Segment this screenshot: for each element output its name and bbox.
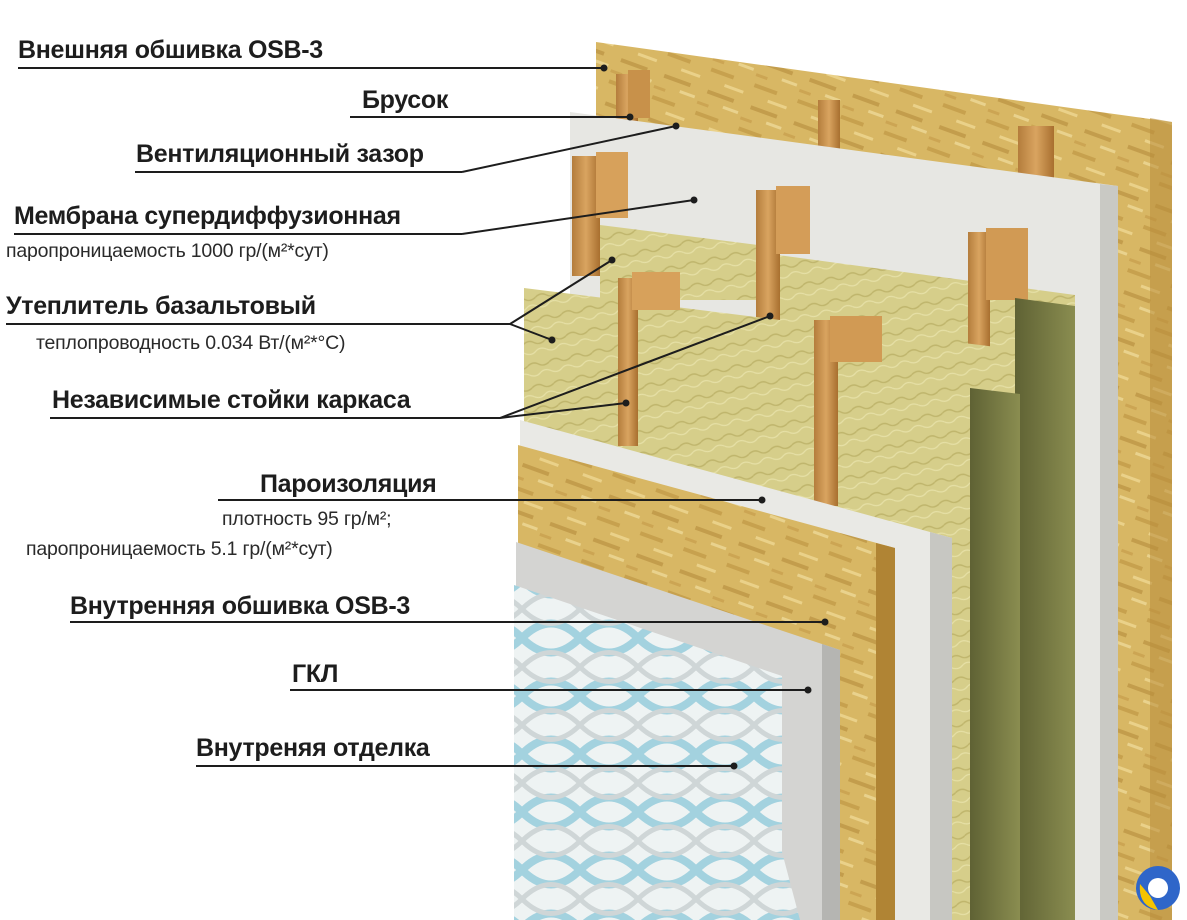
label-vapor-spec: паропроницаемость 5.1 гр/(м²*сут) bbox=[26, 538, 333, 560]
label-finish: Внутреняя отделка bbox=[196, 734, 430, 762]
label-vent-gap: Вентиляционный зазор bbox=[136, 140, 424, 168]
label-inner-osb: Внутренняя обшивка OSB-3 bbox=[70, 592, 410, 620]
leader-dots bbox=[548, 64, 829, 770]
label-insulation: Утеплитель базальтовый bbox=[6, 292, 316, 320]
leader-studs-a bbox=[499, 315, 771, 419]
leader-membrane-diag bbox=[461, 199, 695, 235]
label-insulation-spec: теплопроводность 0.034 Вт/(м²*°С) bbox=[36, 332, 346, 354]
leader-studs-b bbox=[499, 402, 627, 419]
logo-icon bbox=[1136, 866, 1180, 910]
label-vapor-barrier: Пароизоляция bbox=[260, 470, 437, 498]
leader-insulation-b bbox=[509, 323, 553, 341]
label-batten: Брусок bbox=[362, 86, 449, 114]
studs-rear bbox=[572, 152, 1028, 392]
label-membrane-spec: паропроницаемость 1000 гр/(м²*сут) bbox=[6, 240, 329, 262]
label-membrane: Мембрана супердиффузионная bbox=[14, 202, 401, 230]
label-outer-osb: Внешняя обшивка OSB-3 bbox=[18, 36, 323, 64]
leader-lines bbox=[6, 67, 825, 767]
leader-insulation-a bbox=[509, 259, 613, 325]
interior-finish-panel bbox=[514, 585, 800, 920]
label-vapor-density: плотность 95 гр/м²; bbox=[222, 508, 392, 530]
label-gypsum: ГКЛ bbox=[292, 660, 339, 688]
leader-vent-gap-diag bbox=[461, 125, 677, 173]
label-studs: Независимые стойки каркаса bbox=[52, 386, 411, 414]
